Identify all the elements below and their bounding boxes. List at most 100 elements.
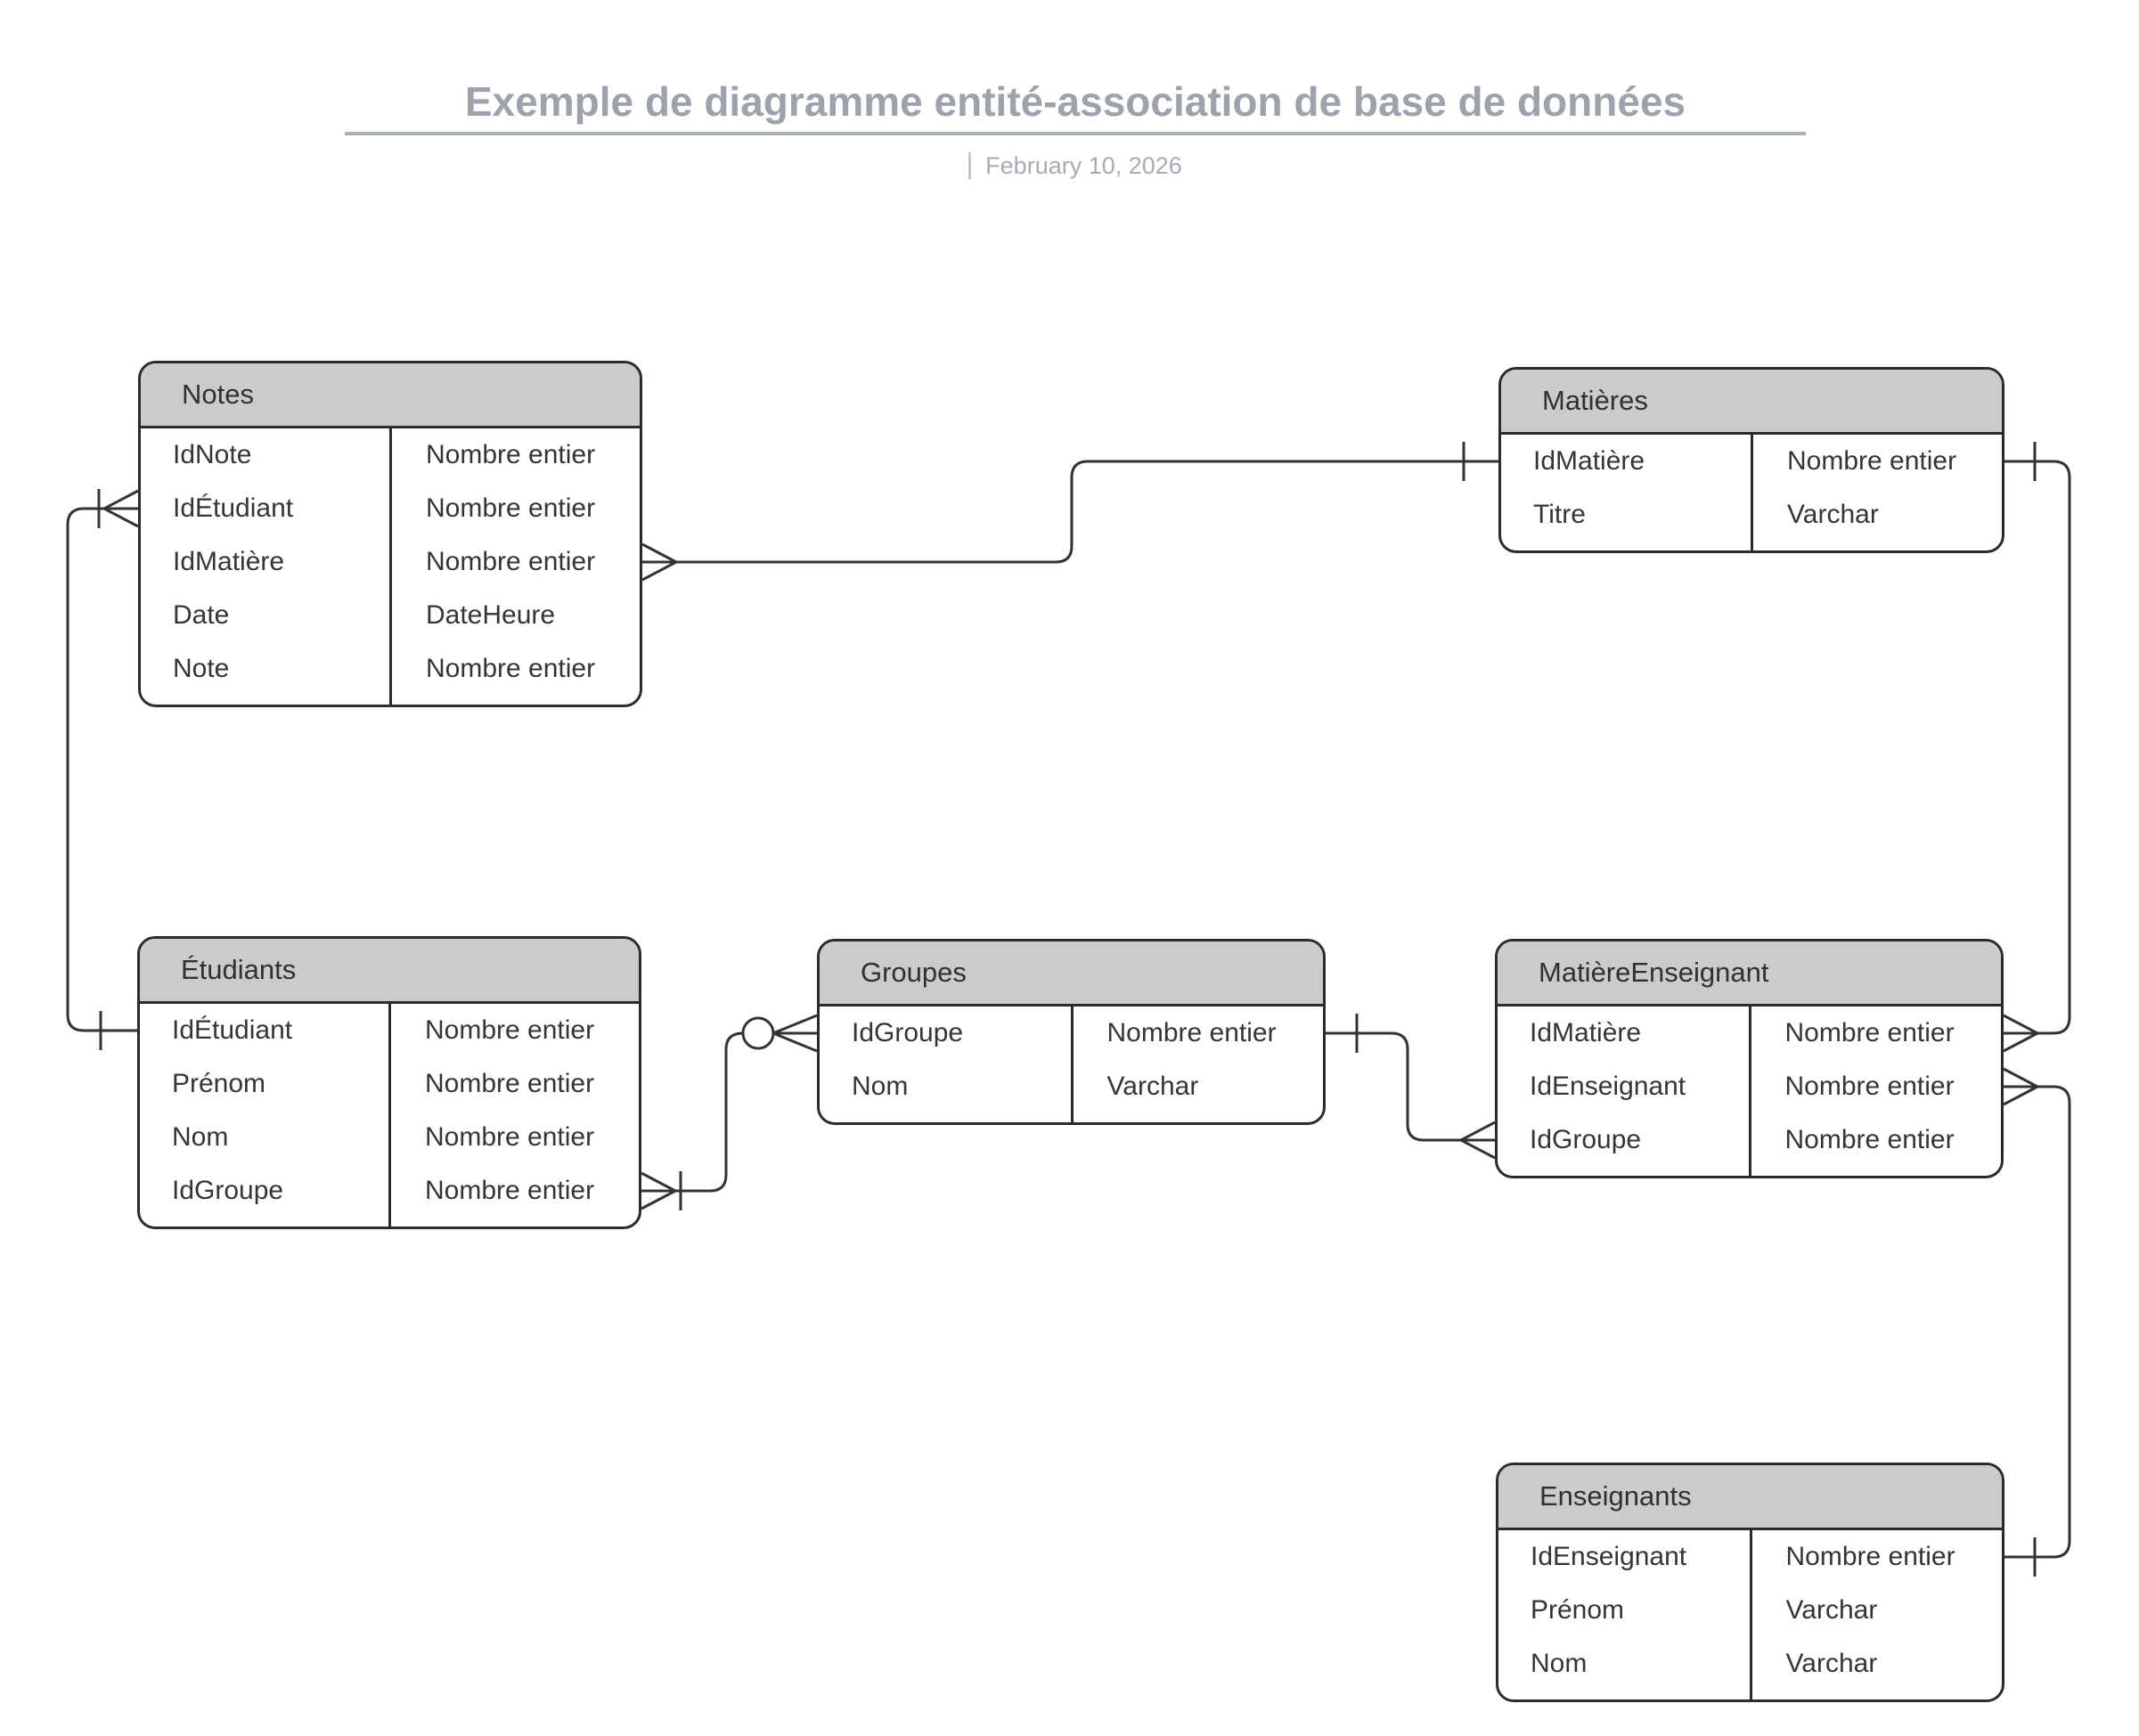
attribute-type: Nombre entier (425, 1176, 595, 1205)
connector-groupes-matiereenseignant (1326, 1014, 1496, 1160)
attribute-name: Prénom (172, 1069, 266, 1098)
attribute-type: Nombre entier (1106, 1018, 1277, 1047)
entity-etudiants-header: Étudiants (140, 939, 639, 1004)
entity-groupes-header: Groupes (820, 941, 1323, 1007)
crow-foot-icon (103, 489, 139, 528)
date-row: February 10, 2026 (345, 148, 1806, 183)
attribute-row: Nom Varchar (820, 1060, 1323, 1113)
column-divider (1751, 435, 1753, 550)
attribute-type: Varchar (1785, 1649, 1878, 1678)
attribute-row: Prénom Nombre entier (140, 1057, 639, 1111)
connector-line (1326, 1031, 1495, 1142)
attribute-type: Nombre entier (1784, 1125, 1955, 1154)
attribute-name: IdÉtudiant (173, 493, 294, 523)
attribute-name: IdNote (173, 440, 252, 469)
attribute-name: Prénom (1531, 1595, 1625, 1625)
page-date: February 10, 2026 (985, 151, 1182, 179)
attribute-name: Titre (1533, 500, 1586, 529)
entity-title: Groupes (861, 957, 967, 988)
attribute-name: IdGroupe (172, 1176, 284, 1205)
attribute-type: Nombre entier (1784, 1072, 1955, 1101)
connector-line (641, 1031, 744, 1193)
connector-line (2004, 1085, 2071, 1559)
column-divider (389, 428, 392, 705)
attribute-type: Nombre entier (1785, 1542, 1955, 1571)
attribute-type: Nombre entier (426, 547, 596, 576)
attribute-name: Nom (852, 1072, 909, 1101)
connector-notes-etudiants (66, 489, 139, 1050)
attribute-type: Nombre entier (426, 493, 596, 523)
date-separator-bar (968, 152, 972, 179)
entity-title: Étudiants (181, 954, 297, 985)
attribute-row: IdGroupe Nombre entier (140, 1164, 639, 1218)
attribute-name: IdMatière (173, 547, 285, 576)
attribute-name: Date (173, 600, 230, 630)
attribute-type: Nombre entier (1787, 446, 1957, 476)
connector-line (642, 460, 1498, 564)
connector-notes-matieres (641, 442, 1498, 582)
attribute-type: Nombre entier (425, 1069, 595, 1098)
entity-matiereenseignant-header: MatièreEnseignant (1498, 941, 2001, 1007)
attribute-row: IdEnseignant Nombre entier (1498, 1060, 2001, 1113)
crow-foot-icon (641, 1171, 676, 1210)
attribute-name: Nom (1531, 1649, 1588, 1678)
attribute-name: IdMatière (1530, 1018, 1642, 1047)
attribute-type: Nombre entier (425, 1122, 595, 1152)
attribute-name: Nom (172, 1122, 229, 1152)
title-underline (345, 132, 1806, 135)
attribute-row: Nom Nombre entier (140, 1111, 639, 1164)
attribute-name: Note (173, 654, 230, 683)
attribute-type: DateHeure (426, 600, 556, 630)
attribute-type: Nombre entier (426, 654, 596, 683)
attribute-name: IdEnseignant (1530, 1072, 1686, 1101)
connector-etudiants-groupes (641, 1014, 818, 1210)
column-divider (1749, 1530, 1752, 1699)
attribute-name: IdEnseignant (1531, 1542, 1687, 1571)
attribute-name: IdMatière (1533, 446, 1645, 476)
attribute-name: IdÉtudiant (172, 1015, 293, 1045)
attribute-type: Nombre entier (1784, 1018, 1955, 1047)
attribute-name: IdGroupe (1530, 1125, 1642, 1154)
attribute-row: Nom Varchar (1498, 1637, 2002, 1691)
attribute-type: Nombre entier (425, 1015, 595, 1045)
attribute-type: Varchar (1785, 1595, 1878, 1625)
column-divider (1070, 1007, 1074, 1122)
column-divider (388, 1004, 391, 1227)
attribute-row: IdÉtudiant Nombre entier (140, 1004, 639, 1057)
entity-matieres-header: Matières (1501, 370, 2002, 435)
attribute-type: Varchar (1106, 1072, 1199, 1101)
connector-line (66, 507, 138, 1032)
attribute-row: IdMatière Nombre entier (141, 535, 640, 589)
attribute-row: IdEnseignant Nombre entier (1498, 1530, 2002, 1584)
crow-foot-icon (2003, 1067, 2038, 1106)
entity-enseignants-header: Enseignants (1498, 1465, 2002, 1530)
attribute-type: Varchar (1787, 500, 1879, 529)
entity-title: Matières (1542, 385, 1648, 416)
attribute-row: Prénom Varchar (1498, 1584, 2002, 1637)
entity-title: Notes (182, 379, 254, 410)
attribute-row: Titre Varchar (1501, 488, 2002, 542)
connector-line (2004, 460, 2071, 1035)
attribute-name: IdGroupe (852, 1018, 964, 1047)
attribute-row: IdMatière Nombre entier (1498, 1007, 2001, 1060)
zero-circle-icon (741, 1016, 775, 1050)
entity-title: MatièreEnseignant (1539, 957, 1769, 988)
attribute-row: IdGroupe Nombre entier (820, 1007, 1323, 1060)
entity-title: Enseignants (1539, 1480, 1692, 1512)
page-title: Exemple de diagramme entité-association … (464, 78, 1686, 125)
attribute-row: IdMatière Nombre entier (1501, 435, 2002, 488)
attribute-row: Date DateHeure (141, 589, 640, 642)
